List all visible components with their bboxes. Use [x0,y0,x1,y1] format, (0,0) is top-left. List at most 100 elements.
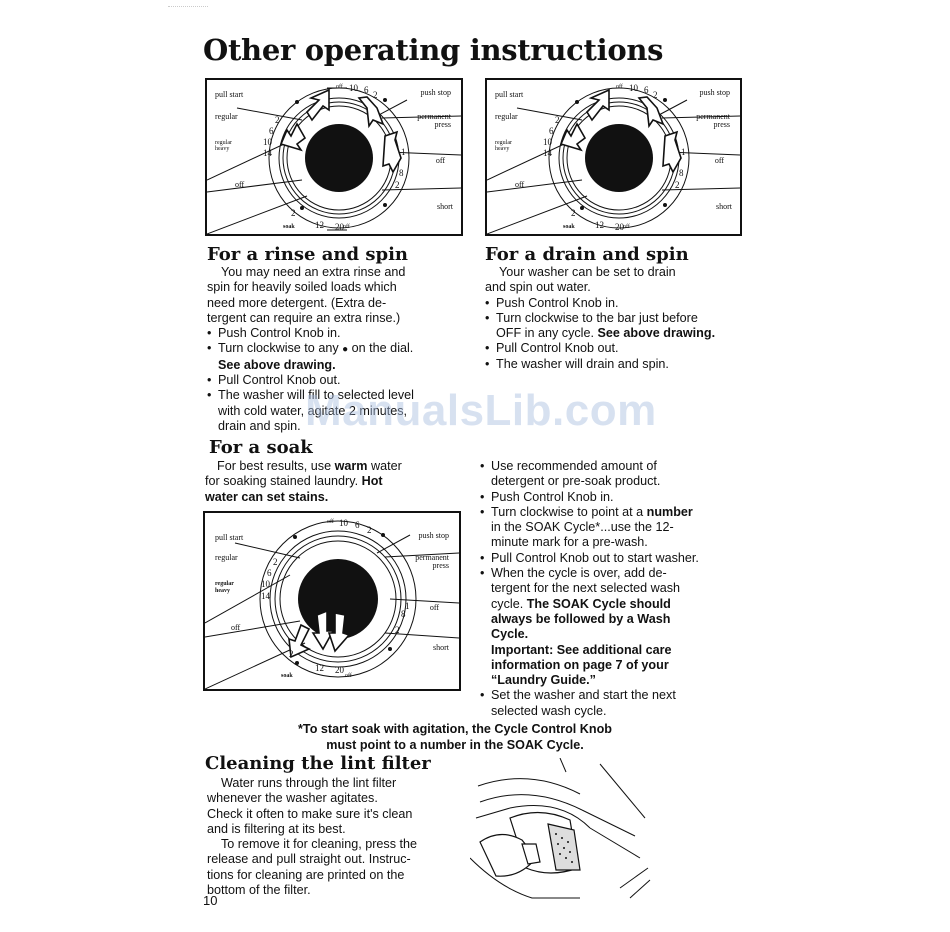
label-regular: regular [215,553,238,562]
num-b12: 12 [595,220,604,230]
label-push-stop: push stop [699,88,730,97]
label-press: press [434,120,451,129]
num-l2: 2 [275,115,280,125]
drain-step-3: Pull Control Knob out. [485,341,750,357]
lint-line-1: Water runs through the lint filter [221,776,397,790]
num-b2: 2 [289,649,294,659]
corner-mark [168,6,208,17]
heading-soak: For a soak [209,437,313,458]
num-10: 10 [349,83,358,93]
rinse-step-4: The washer will fill to selected levelwi… [207,388,472,434]
label-off-top: off [327,519,334,525]
label-off-right: off [429,603,439,612]
dial-dot-symbol: ● [342,344,349,356]
dial-diagram-soak: pull start push stop regular permanent p… [203,511,461,691]
label-off-bottom: off [343,224,350,230]
num-b2: 2 [571,208,576,218]
rinse-step-3: Pull Control Knob out. [207,373,472,389]
label-regular-small: regular [215,581,234,587]
label-regular-small: regular [495,140,512,146]
label-short: short [433,643,449,652]
page-number: 10 [203,893,218,908]
label-short: short [437,202,453,211]
num-r8: 8 [399,168,404,178]
label-press: press [713,120,730,129]
soak-intro: For best results, use warm water for soa… [205,459,402,504]
num-b20: 20 [335,222,344,232]
num-r2: 2 [675,180,680,190]
rinse-intro-3: need more detergent. (Extra de- [207,295,387,310]
label-press: press [432,561,449,570]
dial-drawing [205,520,459,689]
lint-line-2: whenever the washer agitates. [207,791,378,806]
label-short: short [716,202,732,211]
label-pull-start: pull start [495,90,524,99]
num-b20: 20 [615,222,624,232]
soak-important-1: Important: See additional care [491,642,672,657]
label-off-left: off [231,623,241,632]
label-pull-start: pull start [215,90,244,99]
heading-lint-filter: Cleaning the lint filter [205,753,431,774]
label-regular-small: regular [215,140,232,146]
label-off-top: off [336,84,343,90]
rinse-step-2: Turn clockwise to any ● on the dial.See … [207,341,472,373]
label-regular: regular [215,112,238,121]
num-b12: 12 [315,663,324,673]
num-l10: 10 [543,137,552,147]
label-permanent: permanent [696,112,730,121]
num-l10: 10 [261,579,270,589]
label-push-stop: push stop [418,531,449,540]
num-6: 6 [644,85,649,95]
rinse-intro-1: You may need an extra rinse and [221,265,406,279]
page-title: Other operating instructions [203,33,664,67]
soak-step-5: When the cycle is over, add de-tergent f… [480,566,755,642]
num-l10: 10 [263,137,272,147]
drain-step-2: Turn clockwise to the bar just beforeOFF… [485,311,750,342]
washer-tub-drawing [469,757,651,899]
num-l14: 14 [263,148,272,158]
label-heavy: heavy [215,146,230,152]
dial-diagram-rinse-spin: pull start push stop regular permanent p… [205,78,463,236]
label-soak: soak [281,673,293,679]
heading-rinse-spin: For a rinse and spin [207,244,408,265]
lint-line-3: Check it often to make sure it's clean [207,806,413,821]
num-b20: 20 [335,665,344,675]
drain-spin-section: Your washer can be set to drain and spin… [485,265,750,372]
soak-footnote: *To start soak with agitation, the Cycle… [298,722,612,752]
num-l6: 6 [549,126,554,136]
label-off-left: off [235,180,245,189]
num-l6: 6 [269,126,274,136]
label-soak: soak [283,224,295,230]
drain-intro-2: and spin out water. [485,280,591,295]
label-off-bottom: off [623,224,630,230]
num-10: 10 [629,83,638,93]
num-r1: 1 [681,147,686,157]
lint-line-7: tions for cleaning are printed on the [207,867,405,882]
lint-filter-illustration [469,757,660,908]
soak-step-2: Push Control Knob in. [480,490,755,506]
num-r2: 2 [395,180,400,190]
soak-step-4: Pull Control Knob out to start washer. [480,551,755,567]
num-r1: 1 [401,147,406,157]
num-r1: 1 [405,601,410,611]
rinse-intro-4: tergent can require an extra rinse.) [207,310,401,325]
num-10: 10 [339,518,348,528]
lint-section: Water runs through the lint filter whene… [207,776,467,898]
drain-intro-1: Your washer can be set to drain [499,265,676,279]
rinse-spin-section: You may need an extra rinse and spin for… [207,265,472,434]
soak-step-6: Set the washer and start the nextselecte… [480,688,755,719]
num-2: 2 [373,90,378,100]
label-pull-start: pull start [215,533,244,542]
label-soak: soak [563,224,575,230]
num-r2: 2 [395,625,400,635]
drain-step-1: Push Control Knob in. [485,296,750,312]
drain-step-4: The washer will drain and spin. [485,357,750,373]
label-permanent: permanent [417,112,451,121]
num-l6: 6 [267,568,272,578]
lint-line-6: release and pull straight out. Instruc- [207,852,411,867]
label-heavy: heavy [215,588,230,594]
label-off-top: off [616,84,623,90]
